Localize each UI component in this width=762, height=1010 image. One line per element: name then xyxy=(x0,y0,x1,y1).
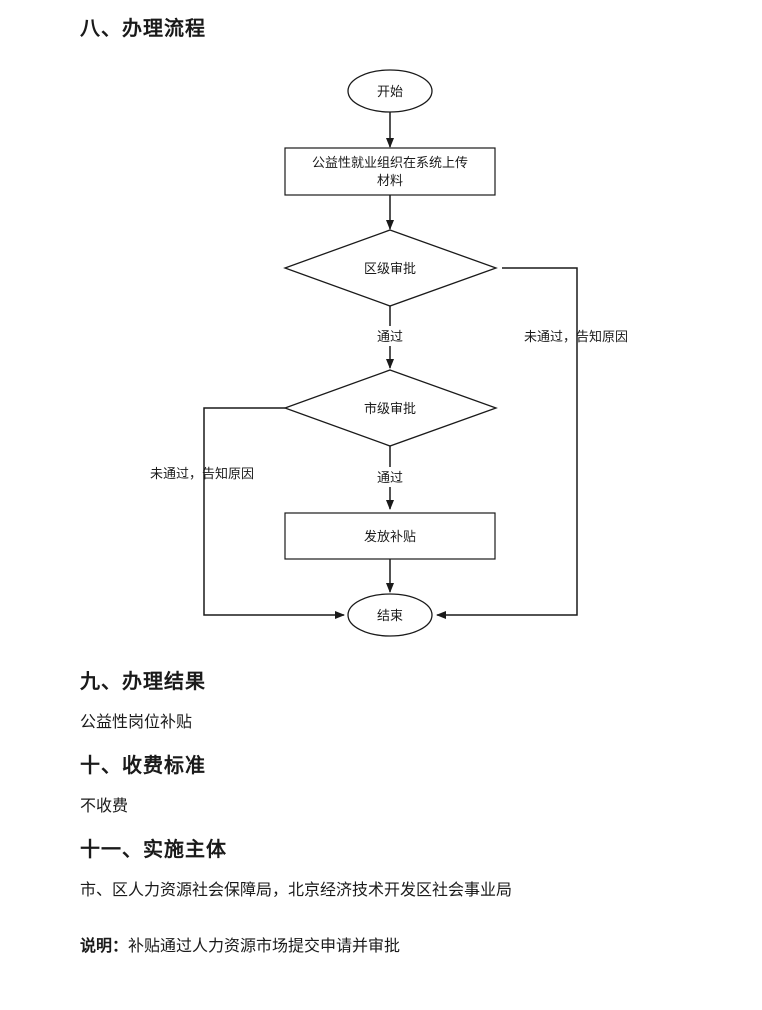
pass-label-1: 通过 xyxy=(377,330,403,345)
city-review-label: 市级审批 xyxy=(364,401,416,417)
note-text: 补贴通过人力资源市场提交申请并审批 xyxy=(128,936,401,955)
result-text: 公益性岗位补贴 xyxy=(80,712,193,731)
note: 说明：补贴通过人力资源市场提交申请并审批 xyxy=(80,932,400,956)
payout-box xyxy=(284,512,496,560)
pass-label-2: 通过 xyxy=(377,471,403,486)
end-node xyxy=(347,593,433,637)
note-label: 说明： xyxy=(80,936,129,955)
city-reject-path xyxy=(203,407,345,619)
district-reject-path xyxy=(436,267,578,619)
section-heading-result: 九、办理结果 xyxy=(80,669,206,693)
city-reject-label: 未通过，告知原因 xyxy=(150,466,254,482)
process-flowchart: 开始 公益性就业组织在系统上传 材料 区级审批 通过 未通过，告知原因 市级审批… xyxy=(150,69,628,637)
end-label: 结束 xyxy=(377,609,403,624)
district-review-label: 区级审批 xyxy=(364,262,416,277)
section-heading-process: 八、办理流程 xyxy=(80,16,206,40)
section-heading-agency: 十一、实施主体 xyxy=(80,837,227,861)
payout-label: 发放补贴 xyxy=(364,529,416,545)
fee-text: 不收费 xyxy=(80,796,129,815)
upload-materials-label-line2: 材料 xyxy=(377,174,403,189)
agency-text: 市、区人力资源社会保障局，北京经济技术开发区社会事业局 xyxy=(80,880,513,899)
start-label: 开始 xyxy=(377,85,403,100)
upload-materials-label-line1: 公益性就业组织在系统上传 xyxy=(312,156,468,171)
section-heading-fee: 十、收费标准 xyxy=(80,753,206,777)
district-reject-label: 未通过，告知原因 xyxy=(524,329,628,345)
